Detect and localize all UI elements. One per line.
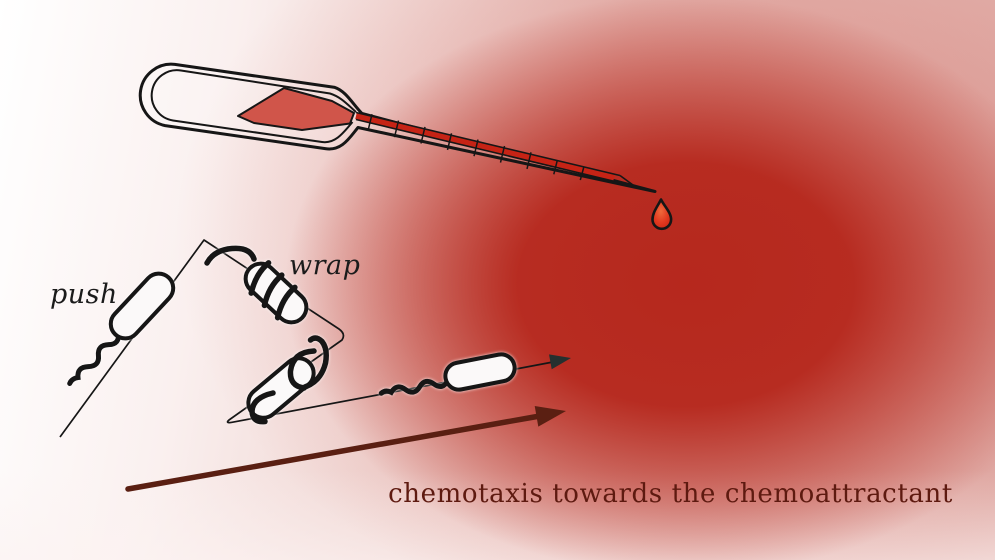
- flagellum-coil: [274, 284, 298, 321]
- bacterium-wrap-turning: [246, 335, 329, 425]
- caption: chemotaxis towards the chemoattractant: [388, 479, 953, 509]
- bacterium-push: [67, 271, 176, 387]
- wrapped-flagellum-icon: [204, 245, 257, 266]
- label-push: push: [50, 279, 118, 310]
- trajectory-arrowhead-icon: [549, 354, 571, 370]
- flagellum-icon: [67, 330, 121, 387]
- bacterium-wrap: [204, 245, 309, 325]
- pipette-icon: [138, 62, 657, 193]
- flagellum-coil: [287, 348, 317, 391]
- chemotaxis-arrowhead-icon: [534, 406, 566, 427]
- pipette-liquid-wedge: [237, 87, 355, 131]
- pipette-bore-top: [355, 111, 621, 177]
- flagellum-coil: [248, 260, 272, 296]
- droplet-icon: [651, 198, 673, 231]
- flagellum-coil: [261, 272, 285, 309]
- pipette-bore-bottom: [355, 118, 614, 182]
- pipette-liquid-column: [355, 112, 615, 182]
- bacterium-body: [443, 352, 517, 392]
- bacterium-push-running: [378, 352, 517, 396]
- pipette-inner-wall: [150, 69, 357, 144]
- flagellum-coil: [249, 390, 276, 425]
- label-wrap: wrap: [289, 250, 361, 281]
- chemotaxis-arrow-shaft: [125, 413, 540, 492]
- chemotaxis-arrow: [125, 406, 566, 492]
- flagellum-icon: [378, 377, 451, 396]
- trajectory-path: [59, 239, 554, 438]
- pipette-graduations: [367, 114, 585, 181]
- pipette-bore-tip: [612, 174, 634, 186]
- bacterium-body: [108, 271, 176, 341]
- flagellum-free-end-icon: [302, 335, 329, 390]
